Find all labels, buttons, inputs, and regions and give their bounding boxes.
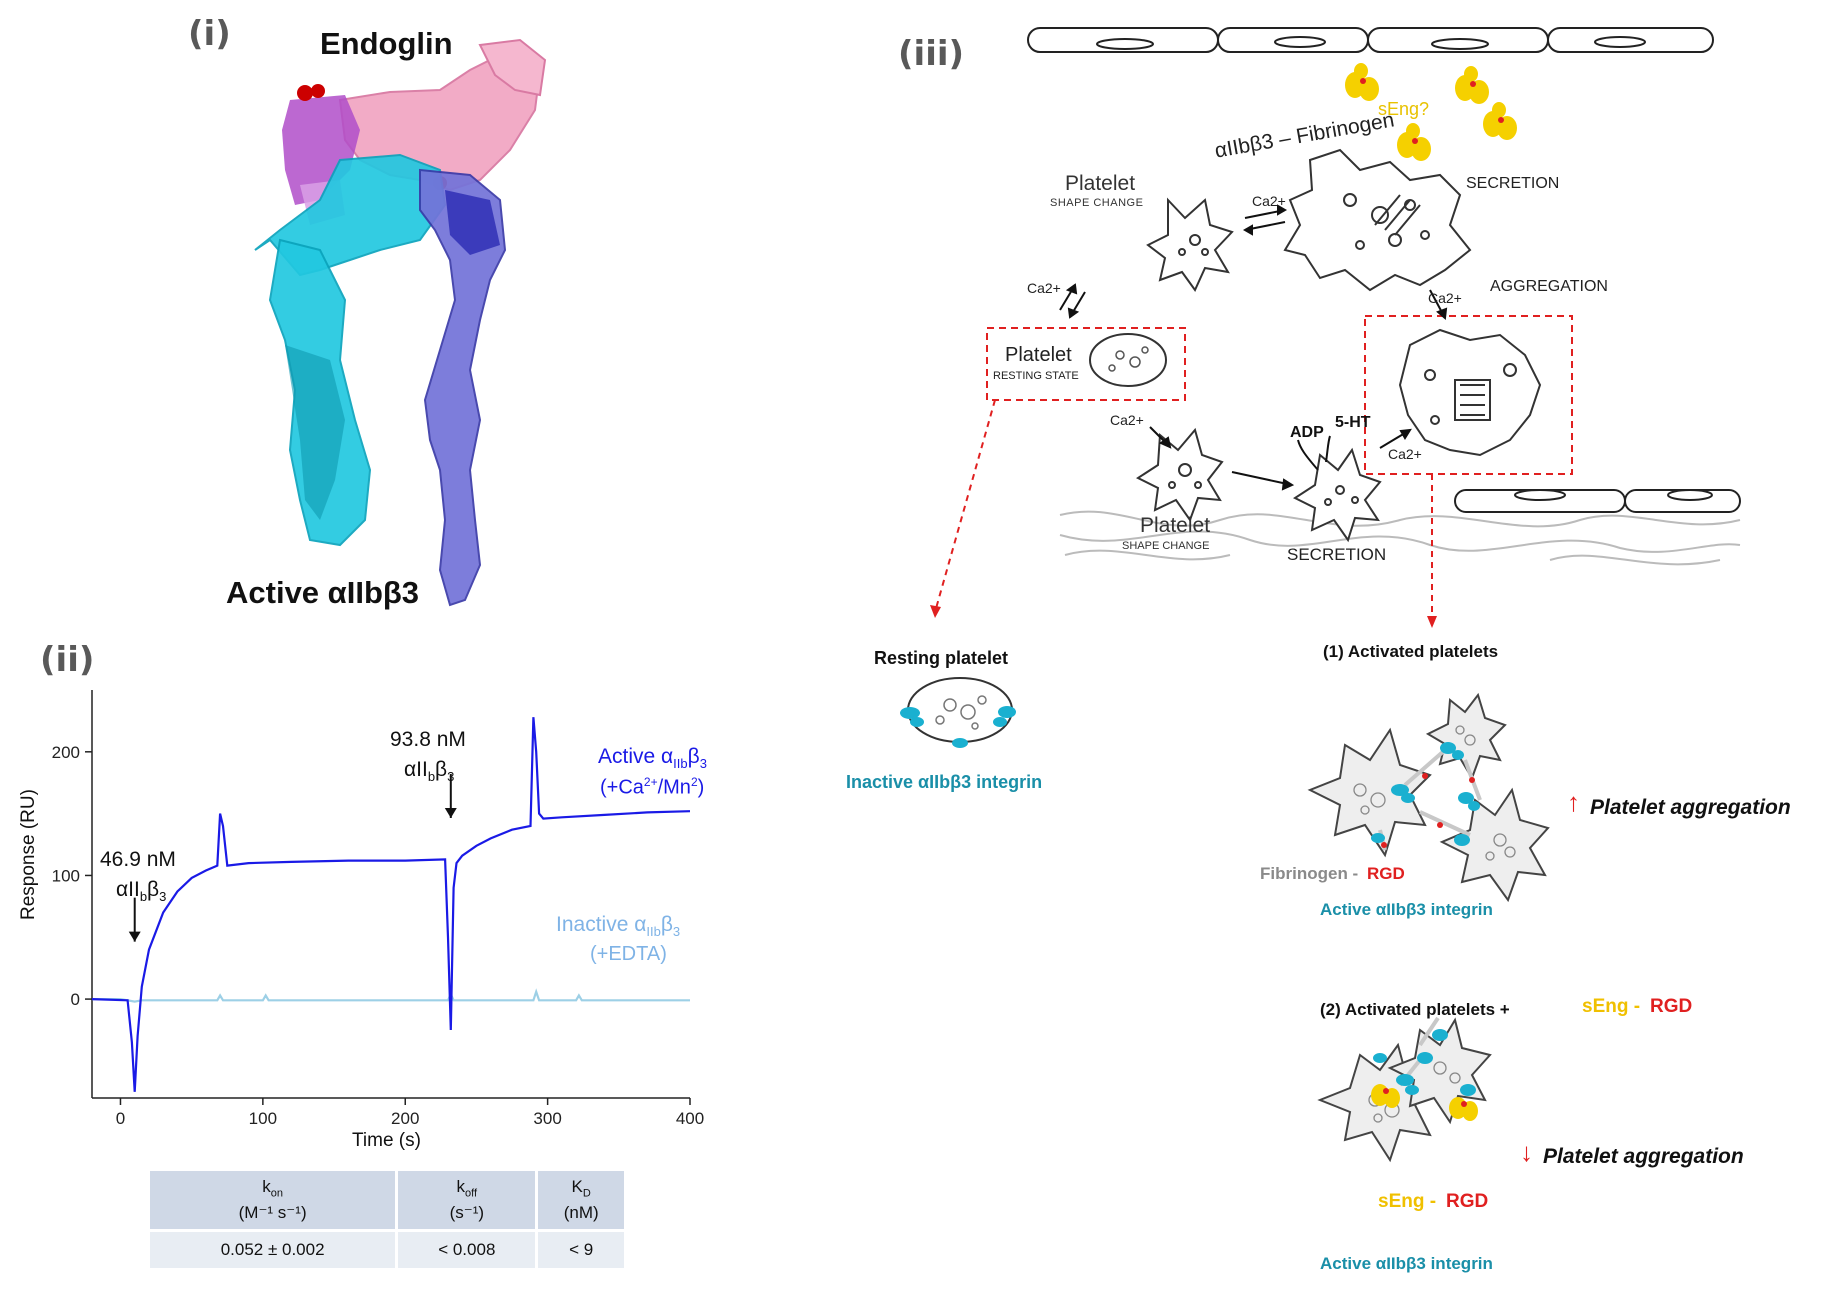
panel-label-ii: (ii) [40, 640, 94, 680]
label-ca-4: Ca2+ [1110, 412, 1144, 428]
panel-label-i: (i) [188, 14, 231, 54]
label-adp: ADP [1290, 424, 1324, 442]
highlight-callout-arrows [935, 400, 1432, 622]
active-integrins-2 [1373, 1029, 1476, 1096]
kinetics-header-kon: kon(M⁻¹ s⁻¹) [150, 1171, 395, 1229]
activated-platelets-2-granules [1369, 1062, 1460, 1122]
label-integrin-fibrinogen: αIIbβ3 – Fibrinogen [1213, 108, 1396, 163]
activated-2-title: (2) Activated platelets + [1320, 1000, 1510, 1020]
fibrinogen-label: Fibrinogen - [1260, 864, 1358, 884]
legend-inactive: Inactive αIIbβ3 [556, 913, 680, 939]
down-arrow-icon: ↓ [1520, 1137, 1533, 1168]
label-secretion-top: SECRETION [1466, 175, 1559, 193]
injection-arrow-head [445, 808, 457, 818]
endothelium-top [1028, 28, 1713, 52]
resting-platelet-title: Resting platelet [874, 648, 1008, 669]
active-integrins-1 [1371, 742, 1480, 846]
y-tick-label: 200 [52, 743, 80, 762]
endothelium-bottom [1455, 490, 1740, 512]
x-tick-label: 200 [391, 1109, 419, 1128]
annotation-second-analyte: αIIbβ3 [404, 758, 454, 784]
label-5ht: 5-HT [1335, 414, 1371, 432]
up-aggregation-label: Platelet aggregation [1590, 796, 1791, 820]
seng-label-2: sEng - [1378, 1191, 1436, 1213]
label-aggregation: AGGREGATION [1490, 278, 1608, 296]
active-integrin-label-2: Active αIIbβ3 integrin [1320, 1254, 1493, 1274]
annotation-first-conc: 46.9 nM [100, 848, 176, 872]
x-tick-label: 300 [533, 1109, 561, 1128]
x-tick-label: 0 [116, 1109, 125, 1128]
platelet-aggregate-top [1285, 150, 1470, 290]
endoglin-label: Endoglin [320, 26, 453, 62]
label-platelet-shape-change-bottom: Platelet [1140, 514, 1210, 538]
x-axis-label: Time (s) [352, 1130, 421, 1152]
label-shape-change-top: SHAPE CHANGE [1050, 197, 1143, 209]
kinetics-table: kon(M⁻¹ s⁻¹) koff(s⁻¹) KD(nM) 0.052 ± 0.… [147, 1168, 627, 1271]
annotation-first-analyte: αIIbβ3 [116, 878, 166, 904]
platelet-aggregation [1400, 330, 1540, 455]
x-tick-label: 400 [676, 1109, 704, 1128]
x-tick-label: 100 [249, 1109, 277, 1128]
y-axis-label: Response (RU) [18, 789, 40, 920]
platelet-shape-change-bottom [1138, 430, 1222, 520]
annotation-second-conc: 93.8 nM [390, 728, 466, 752]
rgd-label-2: RGD [1650, 996, 1692, 1018]
up-arrow-icon: ↑ [1567, 787, 1580, 818]
activated-1-title: (1) Activated platelets [1323, 642, 1498, 662]
seng-label-1: sEng - [1582, 996, 1640, 1018]
activated-platelets-1-granules [1354, 726, 1515, 860]
label-shape-change-bottom: SHAPE CHANGE [1122, 540, 1209, 552]
inactive-integrin-label: Inactive αIIbβ3 integrin [846, 772, 1042, 793]
active-series-line [92, 717, 690, 1092]
rgd-label-3: RGD [1446, 1191, 1488, 1213]
activated-platelets-2 [1320, 1020, 1490, 1160]
fibrinogen-strands-1 [1380, 750, 1480, 850]
injection-arrow-head [129, 932, 141, 942]
seng-bound-molecules [1371, 1084, 1478, 1121]
active-integrin-label-1: Active αIIbβ3 integrin [1320, 900, 1493, 920]
kinetics-header-koff: koff(s⁻¹) [398, 1171, 535, 1229]
label-platelet-resting: Platelet [1005, 344, 1072, 367]
panel-label-iii: (iii) [898, 34, 964, 74]
kinetics-header-kd: KD(nM) [538, 1171, 624, 1229]
fibrinogen-strands-2 [1400, 1018, 1438, 1085]
down-aggregation-label: Platelet aggregation [1543, 1145, 1744, 1169]
kinetics-value-kd: < 9 [538, 1232, 624, 1268]
rgd-label-1: RGD [1367, 864, 1405, 884]
kinetics-value-kon: 0.052 ± 0.002 [150, 1232, 395, 1268]
label-ca-2: Ca2+ [1027, 280, 1061, 296]
label-secretion-bottom: SECRETION [1287, 545, 1386, 565]
label-resting-state: RESTING STATE [993, 370, 1079, 382]
label-ca-1: Ca2+ [1252, 193, 1286, 209]
legend-inactive-cond: (+EDTA) [590, 943, 667, 966]
legend-active: Active αIIbβ3 [598, 745, 707, 771]
rgd-sites-1 [1381, 773, 1475, 848]
platelet-secretion-bottom [1295, 450, 1380, 540]
platelet-shape-change-top [1148, 200, 1232, 290]
integrin-structure-label: Active αIIbβ3 [226, 575, 419, 611]
label-ca-5: Ca2+ [1388, 446, 1422, 462]
label-ca-3: Ca2+ [1428, 290, 1462, 306]
inactive-series-line [92, 992, 690, 1002]
legend-active-cond: (+Ca2+/Mn2) [600, 775, 704, 800]
y-tick-label: 100 [52, 866, 80, 885]
resting-platelet-illustration [900, 678, 1016, 748]
label-seng-question: sEng? [1378, 99, 1429, 120]
y-tick-label: 0 [71, 990, 80, 1009]
kinetics-value-koff: < 0.008 [398, 1232, 535, 1268]
resting-platelet-box [1090, 334, 1166, 386]
label-platelet-shape-change-top: Platelet [1065, 172, 1135, 196]
